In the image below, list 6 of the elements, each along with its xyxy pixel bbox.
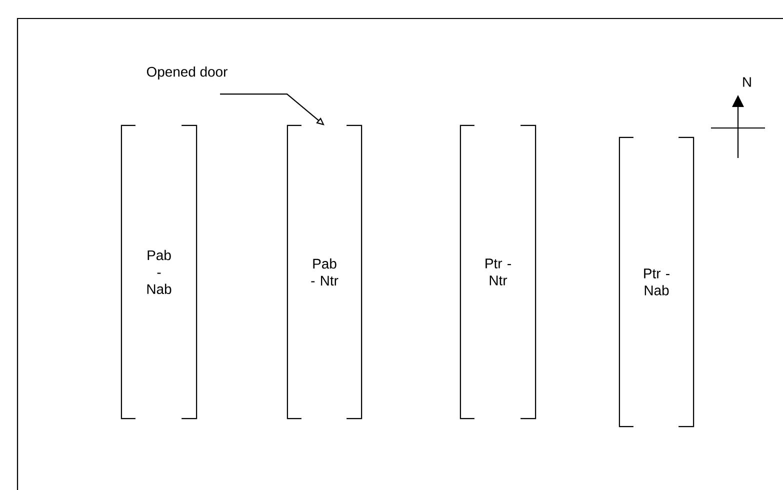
room-drawing: Pab - Nab (120, 124, 198, 420)
room-drawing: Pab - Ntr (286, 124, 362, 420)
north-arrow-drawing: N (711, 77, 765, 158)
room-drawing: Ptr - Ntr (460, 124, 536, 420)
room-drawing: Ptr - Nab (618, 136, 694, 428)
callout-text: Opened door (146, 66, 228, 80)
